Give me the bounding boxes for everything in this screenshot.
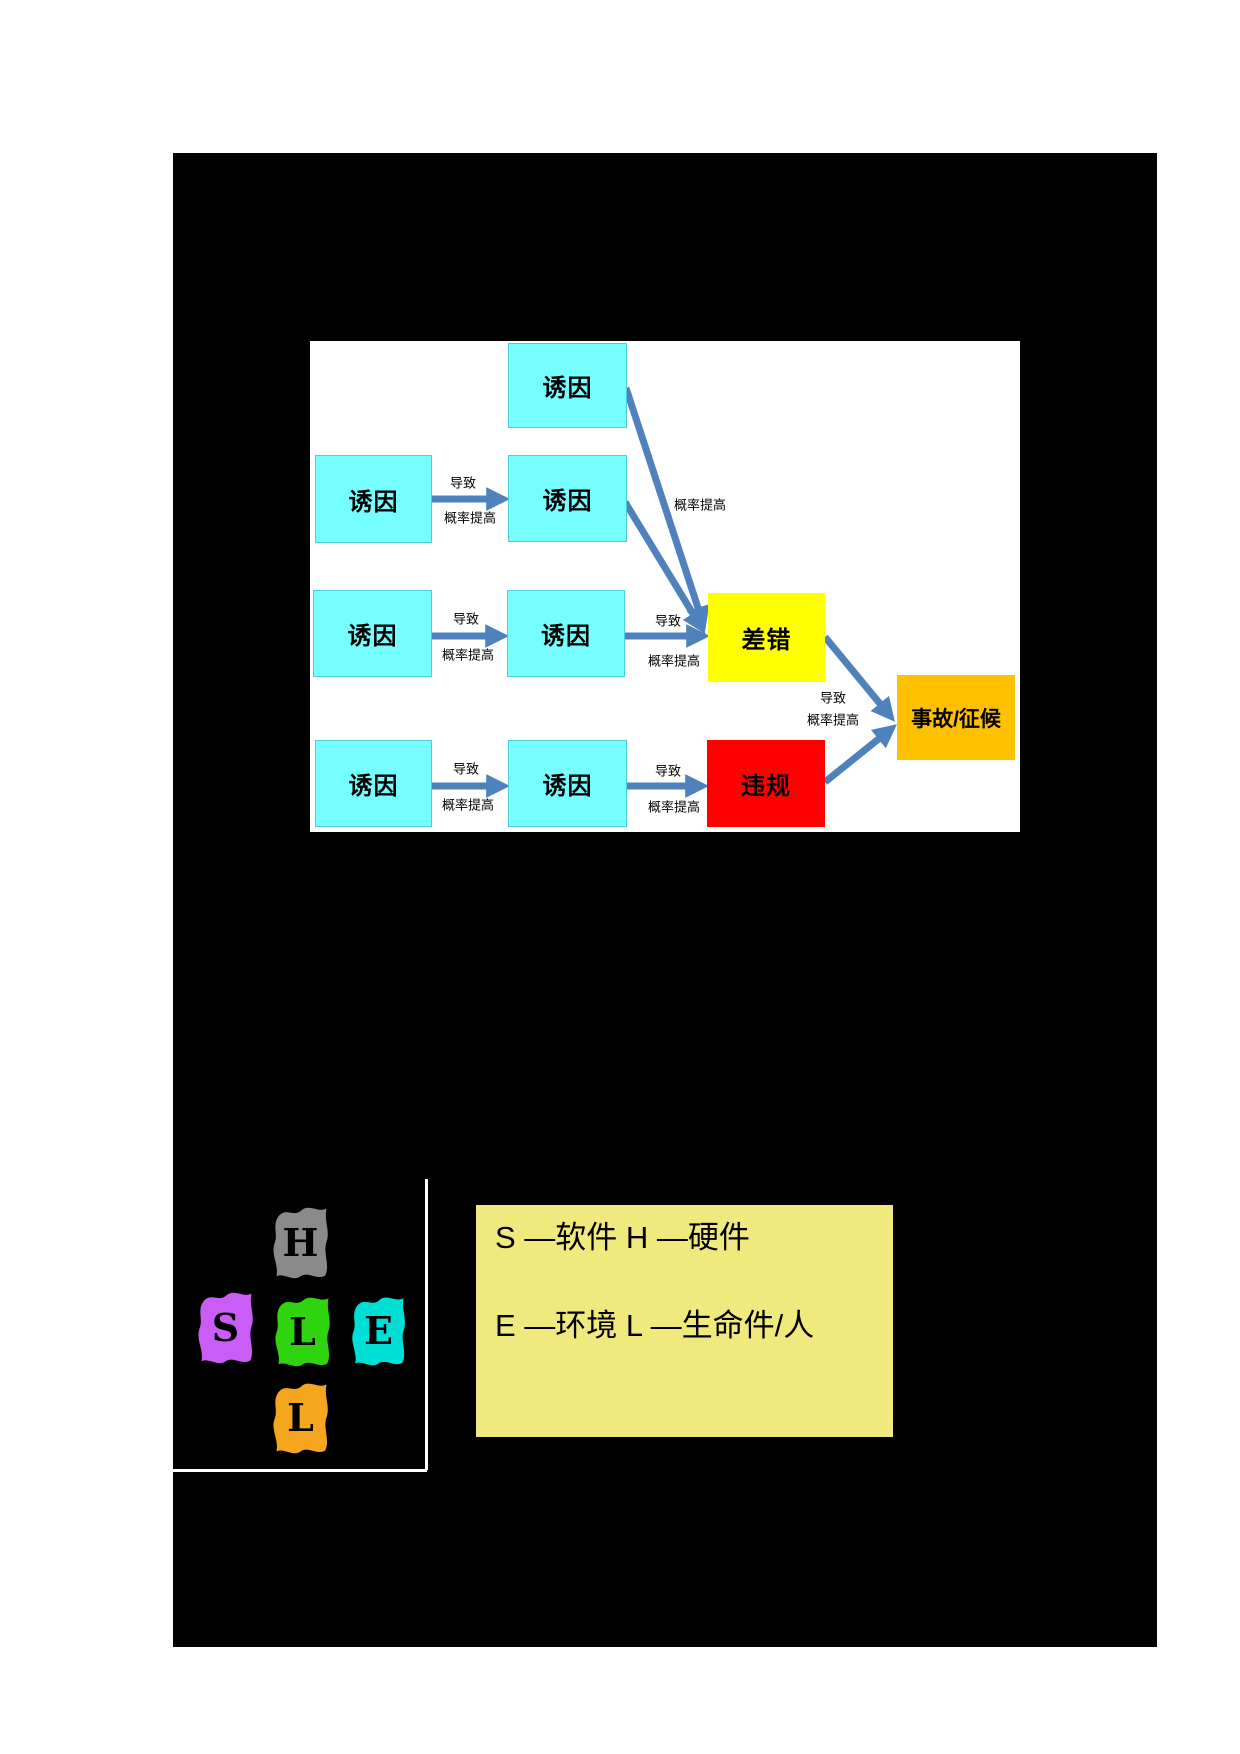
edge-label-cause: 导致	[819, 690, 847, 706]
shel-piece-environment: E	[347, 1292, 410, 1369]
shel-piece-liveware-center: L	[270, 1292, 335, 1370]
shel-piece-software: S	[193, 1287, 258, 1367]
node-error: 差错	[708, 593, 825, 682]
node-accident: 事故/征候	[897, 675, 1015, 760]
shel-letter: L	[289, 1308, 316, 1354]
edge-label-probability: 概率提高	[647, 653, 701, 669]
node-inducer-row4-left: 诱因	[315, 740, 432, 827]
shel-letter: S	[211, 1304, 240, 1350]
node-inducer-top: 诱因	[508, 343, 627, 428]
edge-label-probability: 概率提高	[443, 510, 497, 526]
edge-label-cause: 导致	[654, 763, 682, 779]
edge-label-probability: 概率提高	[806, 712, 860, 728]
edge-label-cause: 导致	[654, 613, 682, 629]
puzzle-blob-icon	[273, 1207, 328, 1279]
edge-label-cause: 导致	[452, 761, 480, 777]
flowchart-image: 诱因 诱因 诱因 诱因 诱因 差错 诱因 诱因 违规 事故/征候 导致 概率提高…	[310, 341, 1020, 832]
edge-label-probability: 概率提高	[647, 799, 701, 815]
puzzle-blob-icon	[198, 1292, 253, 1364]
arrow-b2-error	[622, 500, 706, 634]
edge-label-cause: 导致	[449, 475, 477, 491]
edge-label-probability: 概率提高	[673, 497, 727, 513]
node-inducer-row2-left: 诱因	[315, 455, 432, 543]
arrows-layer	[432, 386, 897, 798]
node-inducer-row4-right: 诱因	[508, 740, 627, 827]
legend-line-1: S —软件 H —硬件	[495, 1220, 750, 1255]
node-inducer-row3-left: 诱因	[313, 590, 432, 677]
node-violation: 违规	[707, 740, 825, 827]
puzzle-blob-icon	[352, 1297, 405, 1366]
edge-label-probability: 概率提高	[441, 797, 495, 813]
edge-label-probability: 概率提高	[441, 647, 495, 663]
shel-letter: H	[282, 1219, 319, 1265]
node-inducer-row2-right: 诱因	[508, 455, 627, 542]
shel-letter: L	[287, 1395, 314, 1440]
shel-letter: E	[364, 1308, 393, 1353]
puzzle-blob-icon	[273, 1383, 328, 1454]
arrow-error-accident	[822, 634, 895, 722]
shel-piece-liveware-bottom: L	[268, 1378, 333, 1457]
shel-piece-hardware: H	[268, 1202, 333, 1282]
edge-label-cause: 导致	[452, 611, 480, 627]
legend-line-2: E —环境 L —生命件/人	[495, 1308, 815, 1343]
arrow-violation-accident	[822, 724, 897, 785]
node-inducer-row3-right: 诱因	[507, 590, 625, 677]
legend-box: S —软件 H —硬件 E —环境 L —生命件/人	[476, 1205, 893, 1437]
puzzle-blob-icon	[275, 1297, 330, 1367]
shel-frame-border-right	[425, 1179, 428, 1470]
arrow-a-error	[622, 386, 710, 631]
shel-frame-border-bottom	[173, 1469, 427, 1472]
black-canvas: 诱因 诱因 诱因 诱因 诱因 差错 诱因 诱因 违规 事故/征候 导致 概率提高…	[173, 153, 1157, 1647]
